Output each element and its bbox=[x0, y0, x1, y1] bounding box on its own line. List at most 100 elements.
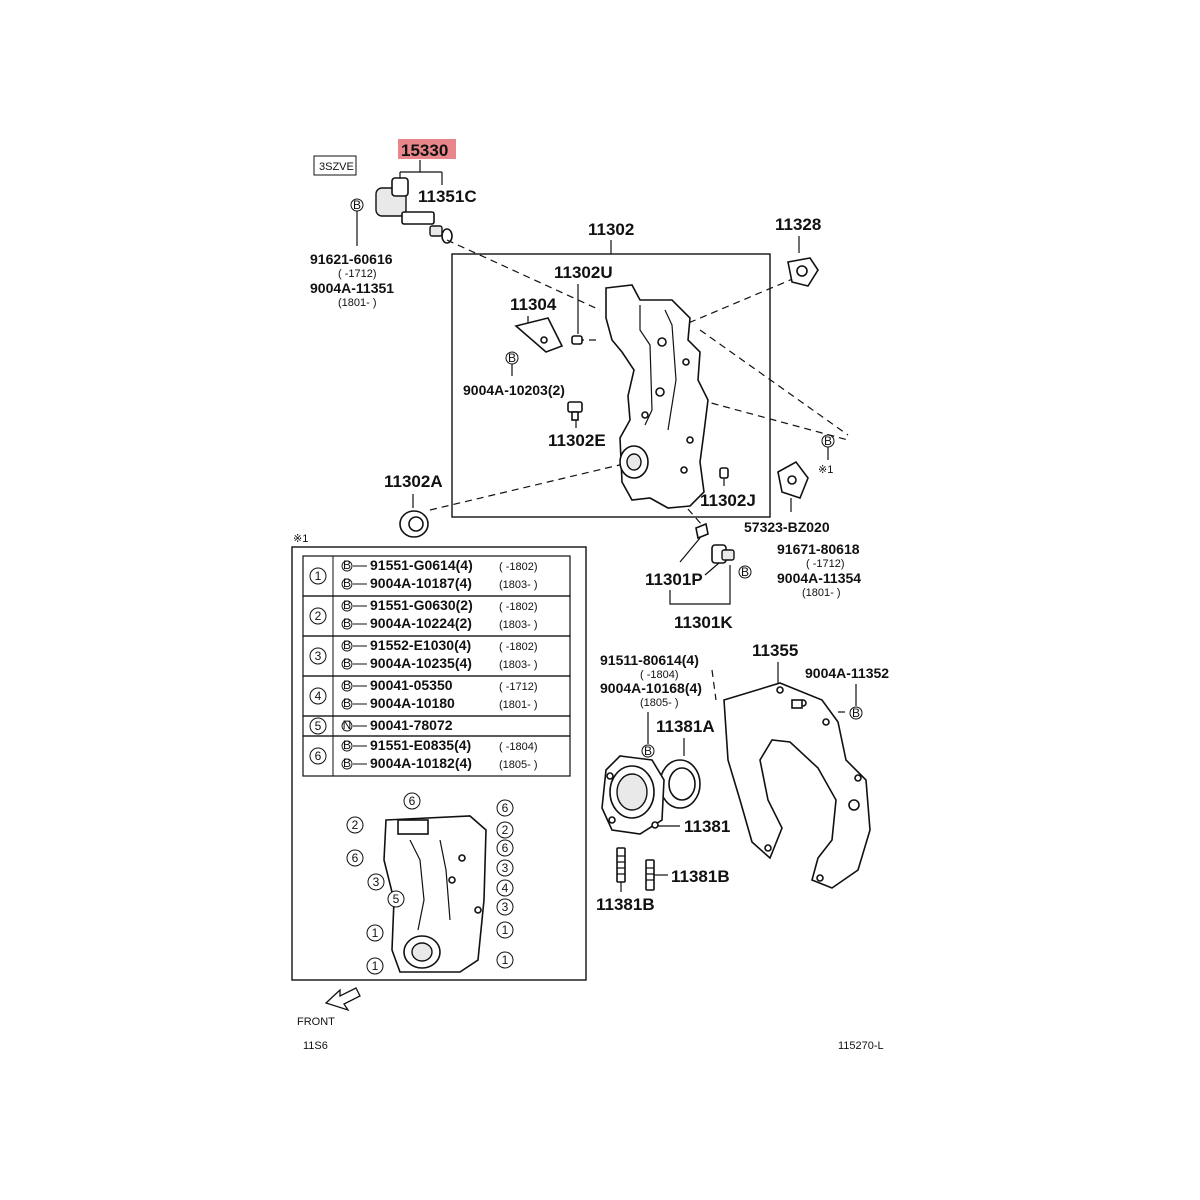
label-9004A-10203[interactable]: 9004A-10203(2) bbox=[463, 382, 565, 398]
bolt-type-circle bbox=[341, 600, 353, 612]
bolt-type-circle bbox=[341, 758, 353, 770]
gasket-11328[interactable] bbox=[787, 257, 819, 287]
label-9004A-11351[interactable]: 9004A-11351 bbox=[310, 280, 394, 296]
seal-11301P[interactable] bbox=[695, 522, 709, 540]
svg-text:B: B bbox=[824, 434, 832, 448]
label-11302J[interactable]: 11302J bbox=[700, 491, 756, 510]
bolt-type-circle bbox=[341, 560, 353, 572]
bolt-part-number[interactable]: 9004A-10180 bbox=[370, 695, 455, 711]
bolt-type-B: B bbox=[343, 576, 351, 590]
label-11381B-bottom[interactable]: 11381B bbox=[596, 895, 655, 914]
label-11381[interactable]: 11381 bbox=[684, 817, 730, 836]
oil-seal-11302A[interactable] bbox=[399, 510, 429, 538]
bolt-marker-B: B bbox=[849, 706, 863, 720]
label-11302[interactable]: 11302 bbox=[588, 220, 634, 239]
timing-chain-cover-11302[interactable] bbox=[605, 284, 709, 509]
bolt-range: ( -1802) bbox=[499, 561, 538, 573]
bolt-part-number[interactable]: 91551-G0614(4) bbox=[370, 557, 473, 573]
label-11302E[interactable]: 11302E bbox=[548, 431, 606, 450]
stud-11381B-right[interactable] bbox=[645, 859, 655, 891]
stud-11381B-left[interactable] bbox=[616, 847, 626, 883]
label-11302A[interactable]: 11302A bbox=[384, 472, 443, 491]
bolt-part-number[interactable]: 90041-05350 bbox=[370, 677, 453, 693]
bolt-type-circle bbox=[341, 578, 353, 590]
mini-callout-6: 6 bbox=[352, 851, 359, 865]
label-9004A-11352[interactable]: 9004A-11352 bbox=[805, 665, 889, 681]
housing-11301[interactable] bbox=[711, 544, 735, 564]
bolt-part-number[interactable]: 9004A-10187(4) bbox=[370, 575, 472, 591]
plug-11302E[interactable] bbox=[567, 401, 583, 421]
bolt-group-6 bbox=[302, 735, 571, 777]
bolt-part-number[interactable]: 90041-78072 bbox=[370, 717, 453, 733]
bolt-range: ( -1802) bbox=[499, 601, 538, 613]
label-57323-BZ020[interactable]: 57323-BZ020 bbox=[744, 519, 830, 535]
bolt-index-3: 3 bbox=[315, 649, 322, 663]
dash-bolt-right bbox=[699, 399, 849, 441]
plate-57323-BZ020[interactable] bbox=[777, 460, 809, 499]
mini-callout-1: 1 bbox=[502, 953, 509, 967]
bolt-part-number[interactable]: 91552-E1030(4) bbox=[370, 637, 471, 653]
bolt-index-circle bbox=[309, 607, 327, 625]
bolt-type-circle bbox=[341, 740, 353, 752]
bolt-part-number[interactable]: 9004A-10224(2) bbox=[370, 615, 472, 631]
bolt-type-B: B bbox=[343, 738, 351, 752]
bolt-marker-B: B bbox=[641, 744, 655, 758]
bolt-range: (1803- ) bbox=[499, 659, 538, 671]
label-11351C[interactable]: 11351C bbox=[418, 187, 477, 206]
mini-callout-circle bbox=[496, 921, 514, 939]
bolt-part-number[interactable]: 9004A-10235(4) bbox=[370, 655, 472, 671]
oil-seal-11381A[interactable] bbox=[659, 759, 701, 809]
mini-callout-1: 1 bbox=[502, 923, 509, 937]
mini-callout-circle bbox=[496, 898, 514, 916]
label-11301K[interactable]: 11301K bbox=[674, 613, 733, 632]
dash-91511 bbox=[711, 669, 717, 701]
label-11302U[interactable]: 11302U bbox=[554, 263, 613, 282]
retainer-11381[interactable] bbox=[601, 755, 665, 835]
svg-text:B: B bbox=[852, 706, 860, 720]
pin-11302J[interactable] bbox=[719, 467, 729, 479]
bolt-type-B: B bbox=[343, 558, 351, 572]
bolt-range: ( -1804) bbox=[499, 741, 538, 753]
oil-control-valve[interactable] bbox=[375, 177, 443, 237]
label-91671-80618[interactable]: 91671-80618 bbox=[777, 541, 860, 557]
front-arrow-icon bbox=[324, 987, 361, 1012]
label-91621-60616[interactable]: 91621-60616 bbox=[310, 251, 393, 267]
bolt-type-circle bbox=[341, 640, 353, 652]
label-9004A-10168[interactable]: 9004A-10168(4) bbox=[600, 680, 702, 696]
svg-text:B: B bbox=[508, 351, 516, 365]
label-91511-80614[interactable]: 91511-80614(4) bbox=[600, 652, 699, 668]
mini-callout-3: 3 bbox=[373, 875, 380, 889]
bolt-index-circle bbox=[309, 567, 327, 585]
oring-11351c[interactable] bbox=[441, 228, 453, 244]
note-91621: ( -1712) bbox=[338, 268, 377, 280]
plug-11302U[interactable] bbox=[571, 335, 583, 345]
bolt-index-circle bbox=[309, 747, 327, 765]
svg-text:B: B bbox=[741, 565, 749, 579]
label-11304[interactable]: 11304 bbox=[510, 295, 557, 314]
bolt-index-circle bbox=[309, 717, 327, 735]
bolt-part-number[interactable]: 91551-E0835(4) bbox=[370, 737, 471, 753]
bolt-part-number[interactable]: 9004A-10182(4) bbox=[370, 755, 472, 771]
bolt-type-B: B bbox=[343, 756, 351, 770]
bracket-11304[interactable] bbox=[514, 317, 564, 353]
label-15330[interactable]: 15330 bbox=[401, 141, 448, 160]
label-11381A[interactable]: 11381A bbox=[656, 717, 715, 736]
bolt-type-circle bbox=[341, 698, 353, 710]
bolt-part-number[interactable]: 91551-G0630(2) bbox=[370, 597, 473, 613]
mini-callout-circle bbox=[366, 924, 384, 942]
note-9004A-11354: (1801- ) bbox=[802, 587, 841, 599]
bolt-type-circle bbox=[341, 618, 353, 630]
leader-11301P bbox=[679, 537, 720, 576]
rear-plate-11355[interactable] bbox=[723, 682, 871, 889]
bolt-range: (1803- ) bbox=[499, 619, 538, 631]
svg-text:B: B bbox=[353, 198, 361, 212]
label-11301P[interactable]: 11301P bbox=[645, 570, 703, 589]
label-11381B-right[interactable]: 11381B bbox=[671, 867, 730, 886]
bolt-type-B: B bbox=[343, 656, 351, 670]
label-9004A-11354[interactable]: 9004A-11354 bbox=[777, 570, 861, 586]
bolt-index-6: 6 bbox=[315, 749, 322, 763]
mini-callout-2: 2 bbox=[502, 823, 509, 837]
label-11328[interactable]: 11328 bbox=[775, 215, 821, 234]
label-11355[interactable]: 11355 bbox=[752, 641, 798, 660]
